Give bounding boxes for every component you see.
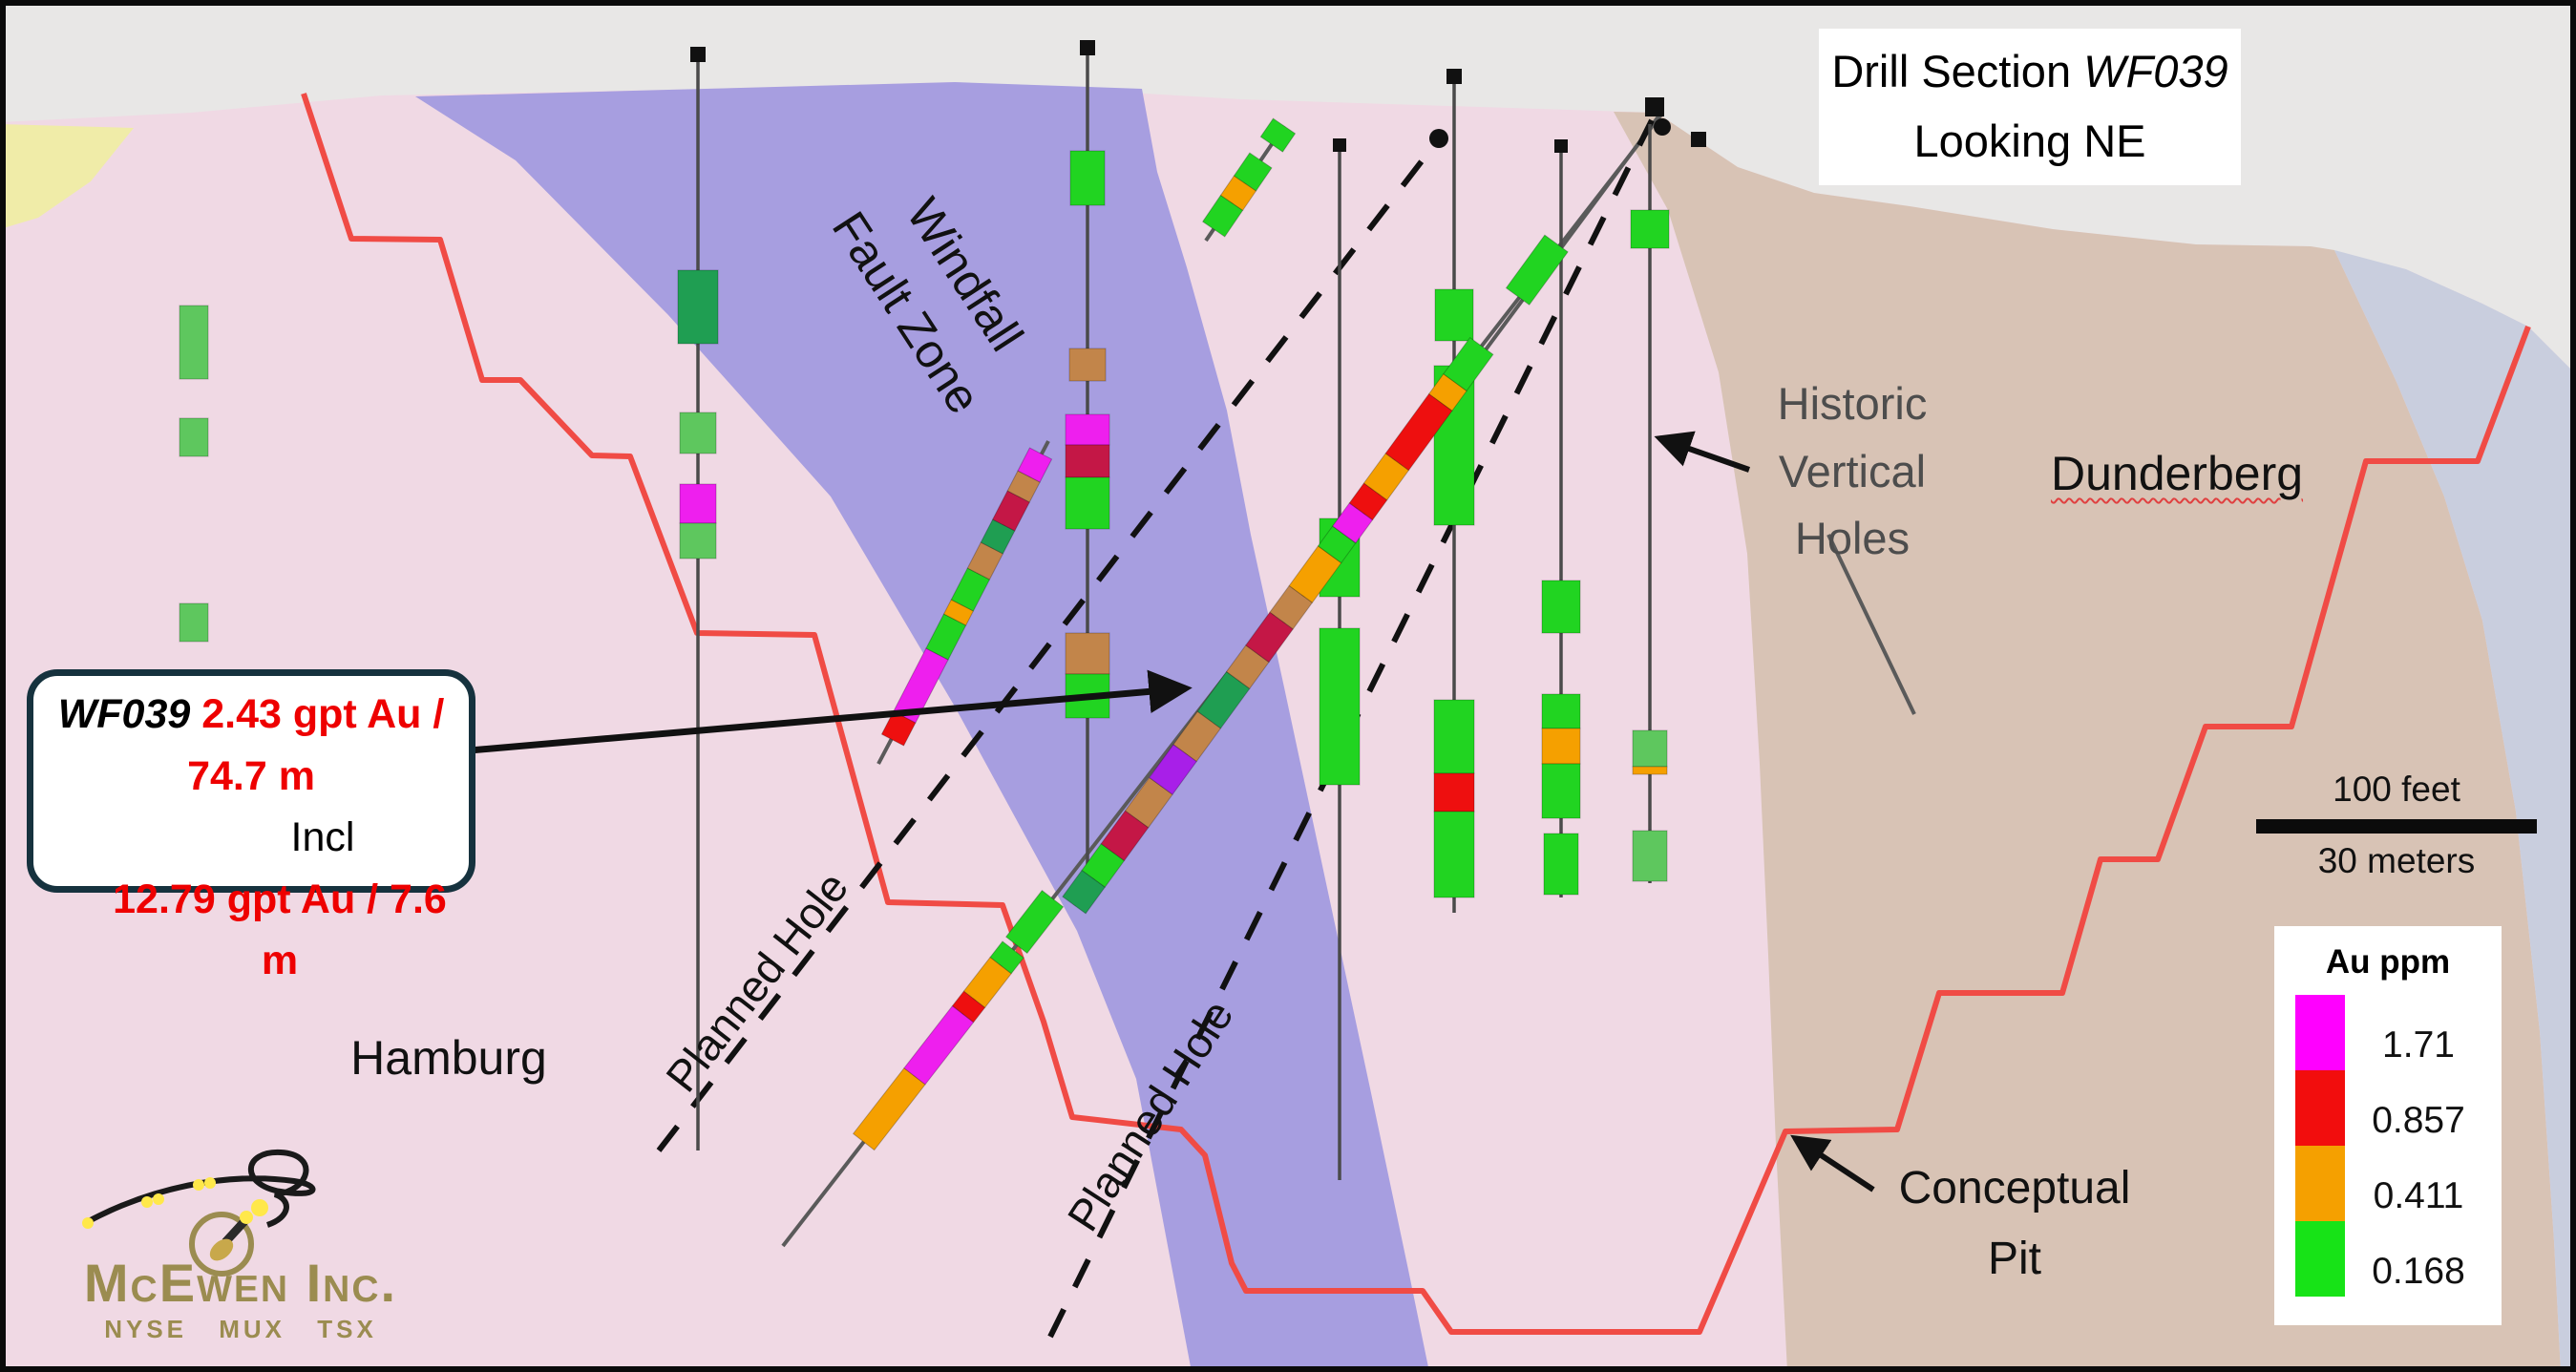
assay-interval [1065, 632, 1110, 675]
callout-interval: 2.43 gpt Au / 74.7 m [187, 691, 445, 799]
vertical-drill-hole [1630, 124, 1670, 883]
assay-interval [1630, 209, 1670, 249]
legend-value: 1.71 [2382, 1024, 2455, 1066]
title-line1: Drill Section WF039 [1831, 46, 2228, 97]
historic-arrow [1654, 431, 1750, 473]
legend-swatch [2295, 1070, 2345, 1146]
region-blue [2334, 250, 2576, 1372]
assay-interval [1632, 830, 1668, 882]
legend-title: Au ppm [2325, 943, 2451, 981]
vertical-drill-hole [1541, 146, 1581, 897]
assay-interval [677, 269, 719, 345]
wf039-callout: WF039 2.43 gpt Au / 74.7 m Incl 12.79 gp… [27, 669, 475, 983]
vertical-drill-hole [1319, 145, 1361, 1180]
assay-interval [1017, 447, 1053, 483]
scale-meters: 30 meters [2317, 841, 2476, 880]
label-historic-vertical-holes: Historic Vertical Holes [1777, 378, 1928, 563]
callout-hole-id: WF039 [57, 691, 191, 737]
collar-marker [1446, 69, 1462, 84]
assay-interval [989, 940, 1024, 975]
assay-interval [1433, 772, 1475, 813]
title-line2: Looking NE [1913, 116, 2146, 166]
hole-stub [1201, 117, 1297, 238]
scale-bar: 100 feet 30 meters [2249, 770, 2544, 881]
planned-hole-dashed-1 [656, 143, 1437, 1152]
assay-interval [1443, 336, 1494, 392]
assay-interval [1172, 710, 1222, 763]
assay-interval [1541, 728, 1581, 765]
logo-tickers: NYSE MUX TSX [104, 1315, 377, 1343]
hole-stick [880, 447, 1053, 747]
conceptual-pit-outline [301, 93, 2531, 1335]
legend-swatch [2295, 1146, 2345, 1221]
assay-interval [1065, 476, 1110, 530]
scale-feet: 100 feet [2333, 770, 2460, 809]
conceptual-pit-arrow [1790, 1134, 1875, 1193]
label-conceptual-pit: Conceptual Pit [1898, 1163, 2131, 1285]
assay-interval [1543, 833, 1579, 896]
assay-interval [679, 483, 717, 524]
assay-interval [1541, 580, 1581, 634]
assay-interval [1068, 348, 1107, 382]
assay-interval [1433, 811, 1475, 898]
callout-incl: Incl [290, 814, 355, 860]
label-hamburg: Hamburg [350, 1031, 547, 1085]
hole-lower-incline [852, 889, 1065, 1151]
assay-interval [179, 305, 209, 380]
logo-lasso-icon [82, 1149, 316, 1277]
collar-dot [1654, 118, 1671, 136]
legend-value: 0.857 [2372, 1100, 2465, 1141]
assay-interval [1065, 444, 1110, 478]
mcewen-logo: McEwen Inc. NYSE MUX TSX [34, 1131, 445, 1351]
callout-arrow [469, 669, 1193, 754]
assay-interval [679, 522, 717, 559]
callout-sub-interval: 12.79 gpt Au / 7.6 m [113, 876, 447, 984]
leader-line [1826, 534, 1916, 715]
vertical-drill-hole [179, 305, 209, 643]
assay-interval [1505, 234, 1569, 306]
assay-interval [966, 541, 1004, 580]
assay-interval [1319, 627, 1361, 786]
region-yellow [0, 124, 134, 229]
assay-interval [1632, 729, 1668, 768]
assay-interval [1541, 693, 1581, 729]
au-ppm-legend: Au ppm 1.71 0.857 0.411 0.168 [2274, 926, 2502, 1325]
collar-marker [1333, 138, 1346, 152]
logo-name: McEwen Inc. [83, 1253, 398, 1313]
legend-swatch [2295, 995, 2345, 1070]
assay-interval [1541, 763, 1581, 819]
assay-interval [179, 417, 209, 457]
collar-dot [1429, 129, 1448, 148]
assay-interval [1004, 889, 1065, 955]
collar-marker [1645, 97, 1664, 116]
assay-interval [179, 602, 209, 643]
assay-interval [1259, 117, 1297, 153]
legend-value: 0.168 [2372, 1251, 2465, 1292]
assay-interval [1065, 413, 1110, 446]
vertical-drill-hole [677, 54, 719, 1150]
legend-value: 0.411 [2373, 1175, 2464, 1216]
assay-interval [1434, 288, 1474, 342]
assay-interval [1233, 152, 1273, 192]
collar-marker [1080, 40, 1095, 55]
scale-bar-line [2256, 819, 2537, 834]
legend-swatch [2295, 1221, 2345, 1297]
assay-interval [679, 412, 717, 454]
title-hole-id: WF039 [2083, 46, 2228, 97]
label-dunderberg: Dunderberg [2050, 447, 2304, 500]
collar-marker [1691, 132, 1706, 147]
region-windfall-fault-zone [415, 82, 1429, 1372]
assay-interval [1317, 525, 1357, 564]
assay-interval [1433, 699, 1475, 774]
assay-interval [1069, 150, 1106, 206]
assay-interval [1384, 392, 1453, 472]
assay-interval [1632, 766, 1668, 775]
callout-line1: WF039 2.43 gpt Au / 74.7 m [35, 684, 467, 807]
title-box: Drill Section WF039 Looking NE [1819, 29, 2241, 185]
legend-rows: 1.71 0.857 0.411 0.168 [2274, 995, 2502, 1310]
collar-marker [690, 47, 706, 62]
collar-marker [1554, 139, 1568, 153]
hole-wf039 [1062, 234, 1569, 915]
